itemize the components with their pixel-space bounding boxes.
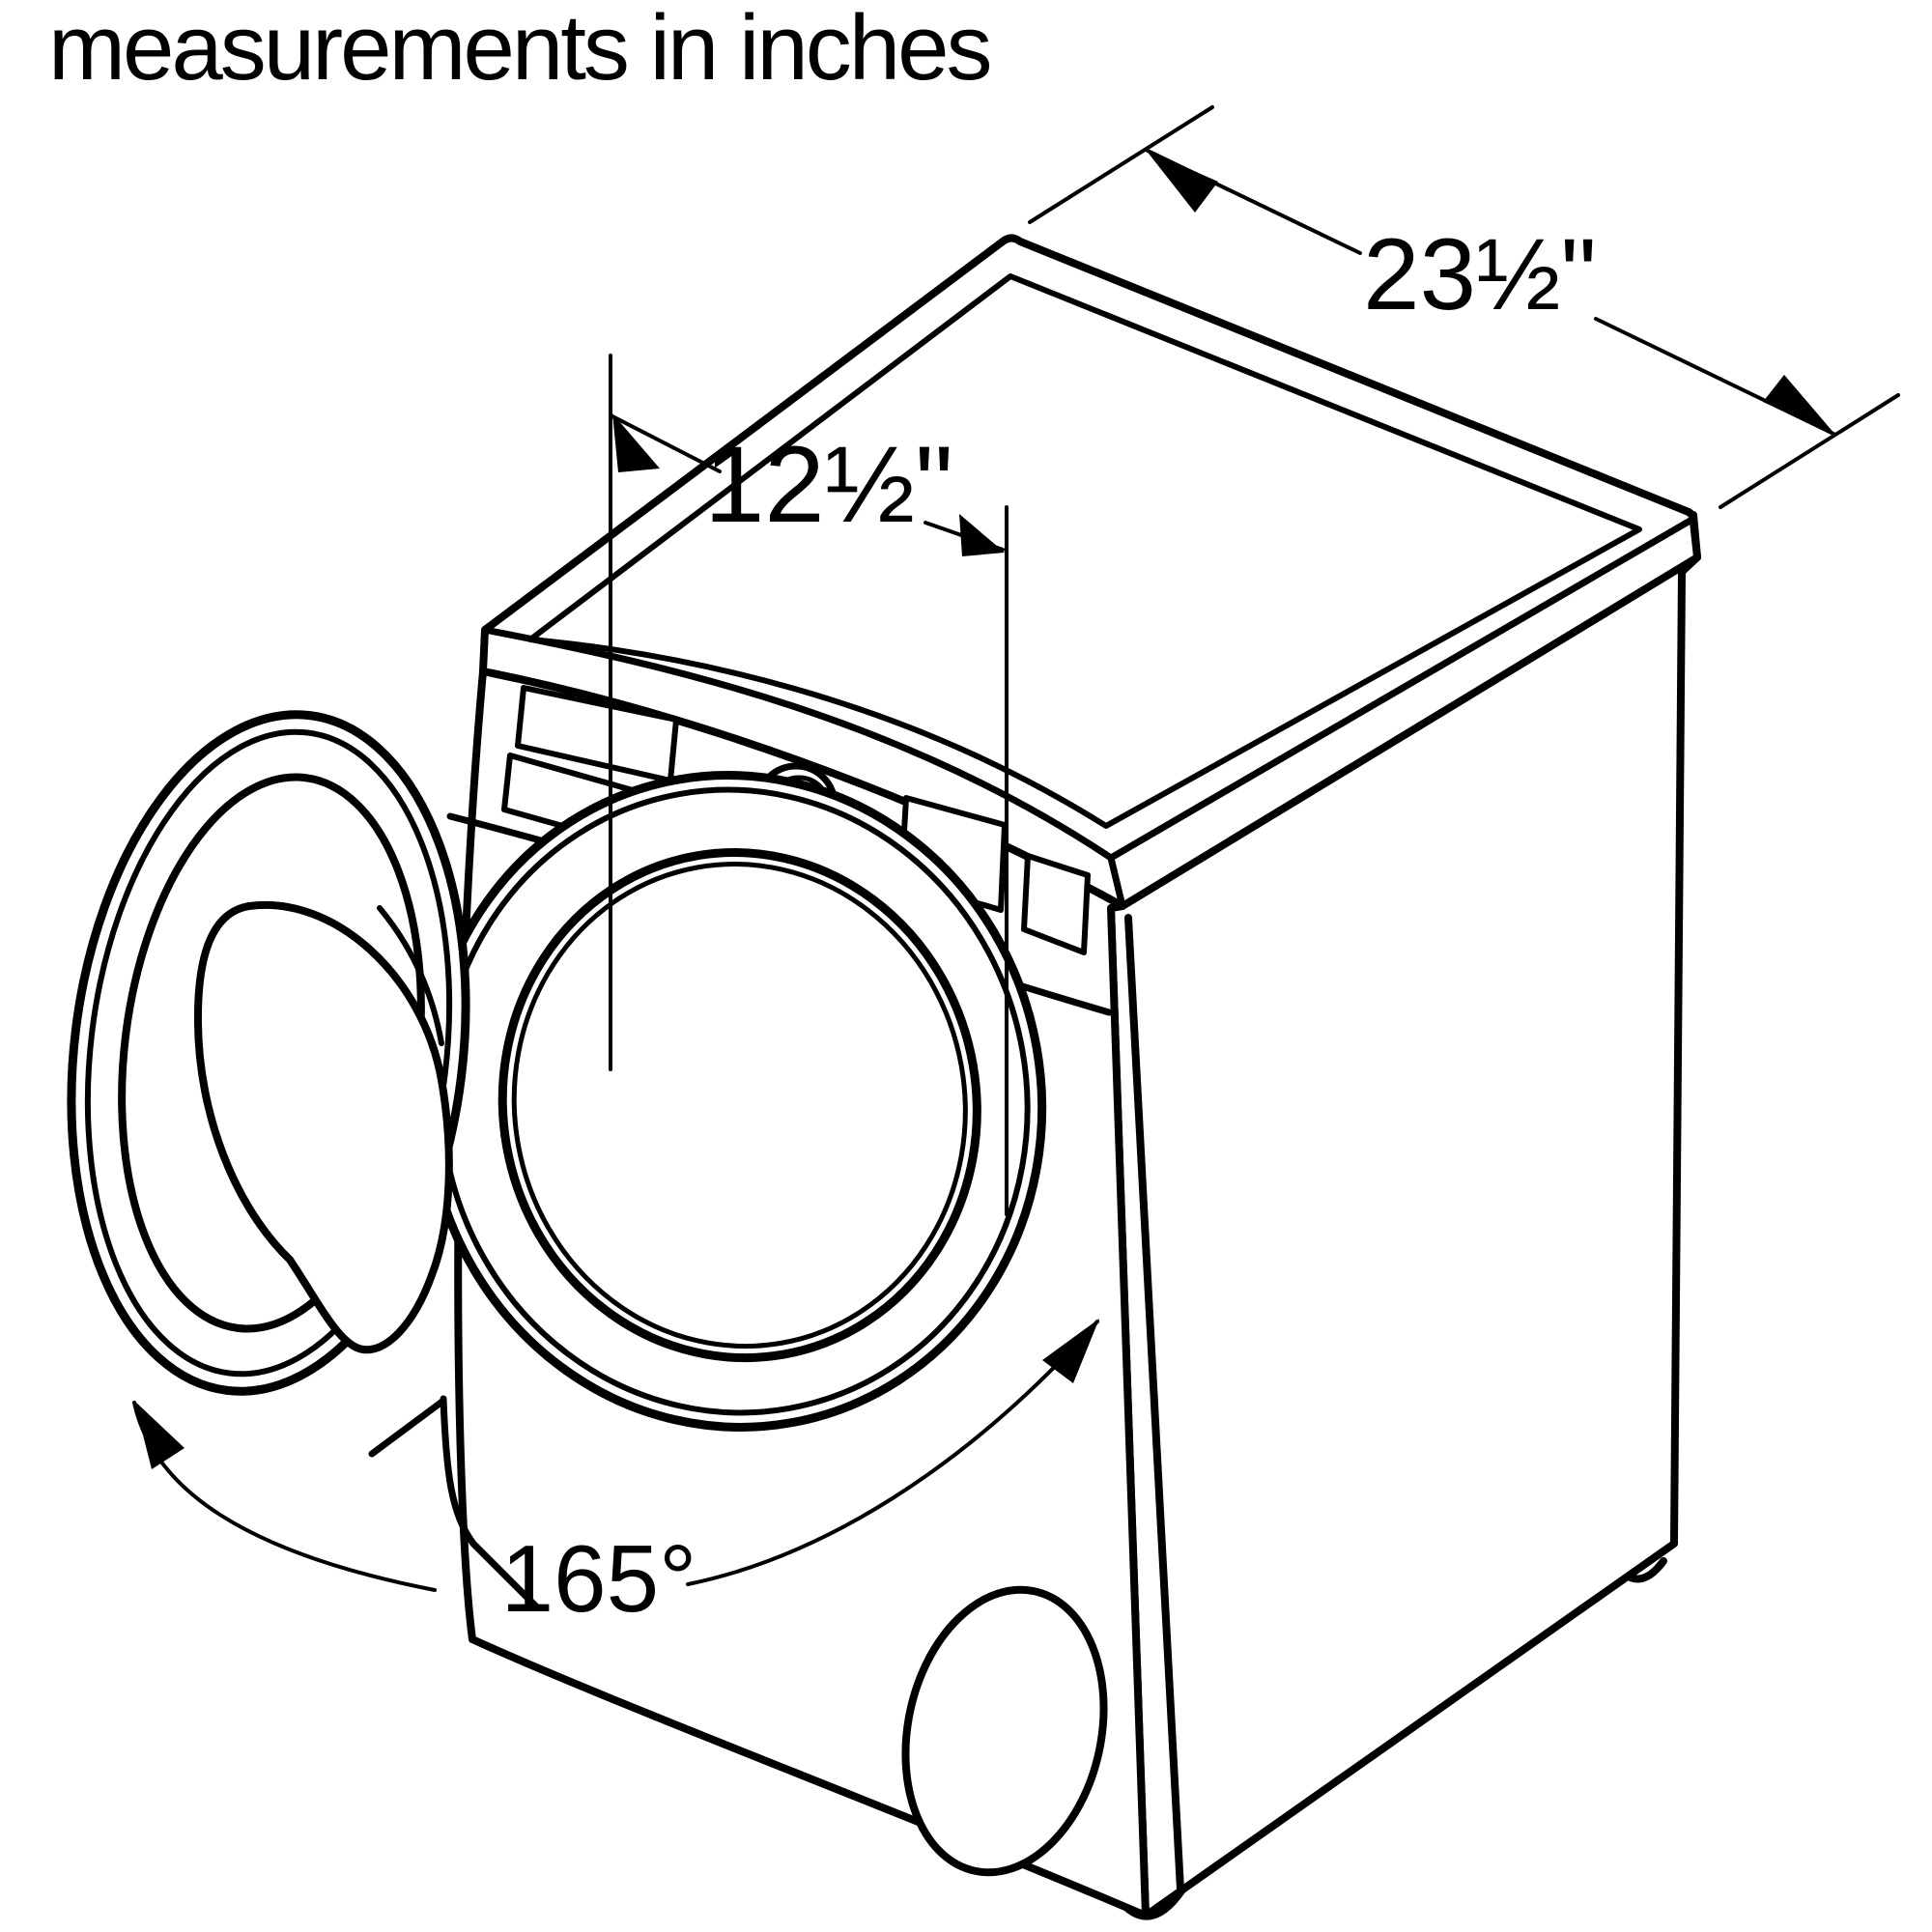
drum-opening-inner-line xyxy=(511,862,968,1350)
dimension-top-depth xyxy=(1028,105,1900,509)
side-panel-front-edge xyxy=(1124,914,1184,1893)
door-glass-crease xyxy=(377,905,444,1046)
dimension-door-offset xyxy=(609,354,1009,1216)
arrowhead-icon xyxy=(1763,375,1835,435)
label-door-angle: 165° xyxy=(501,1525,697,1632)
arrowhead-icon xyxy=(612,413,660,472)
extension-line xyxy=(1719,393,1900,509)
door-middle-ring xyxy=(84,728,453,1378)
dimension-door-angle xyxy=(132,1319,1099,1592)
page-title: measurements in inches xyxy=(48,0,989,99)
angle-arc xyxy=(686,1320,1099,1586)
lid-inner-border xyxy=(527,273,1642,829)
button-panel xyxy=(1021,853,1091,955)
dimension-line xyxy=(611,414,722,473)
arrowhead-icon xyxy=(1042,1319,1099,1383)
angle-arc xyxy=(132,1401,437,1592)
lid-front-edge xyxy=(481,515,1697,862)
hinge-link xyxy=(368,1397,447,1458)
drum-opening xyxy=(497,848,981,1363)
drum-ring-group xyxy=(421,771,1047,1432)
dimension-annotations xyxy=(132,105,1900,1592)
extension-line xyxy=(1028,105,1214,224)
arrowhead-icon xyxy=(134,1401,185,1469)
service-door xyxy=(901,1585,1108,1877)
lid-corner-edge xyxy=(1107,854,1126,910)
door-glass-bowl xyxy=(193,900,453,1354)
label-top-depth: 23½" xyxy=(1363,218,1597,331)
hinge-bracket xyxy=(440,1395,541,1611)
washer-drawing xyxy=(67,234,1701,1920)
open-door-group xyxy=(67,710,470,1396)
label-door-offset: 12½" xyxy=(704,424,953,545)
arrowhead-icon xyxy=(1146,150,1218,213)
arrowhead-icon xyxy=(959,514,1005,556)
